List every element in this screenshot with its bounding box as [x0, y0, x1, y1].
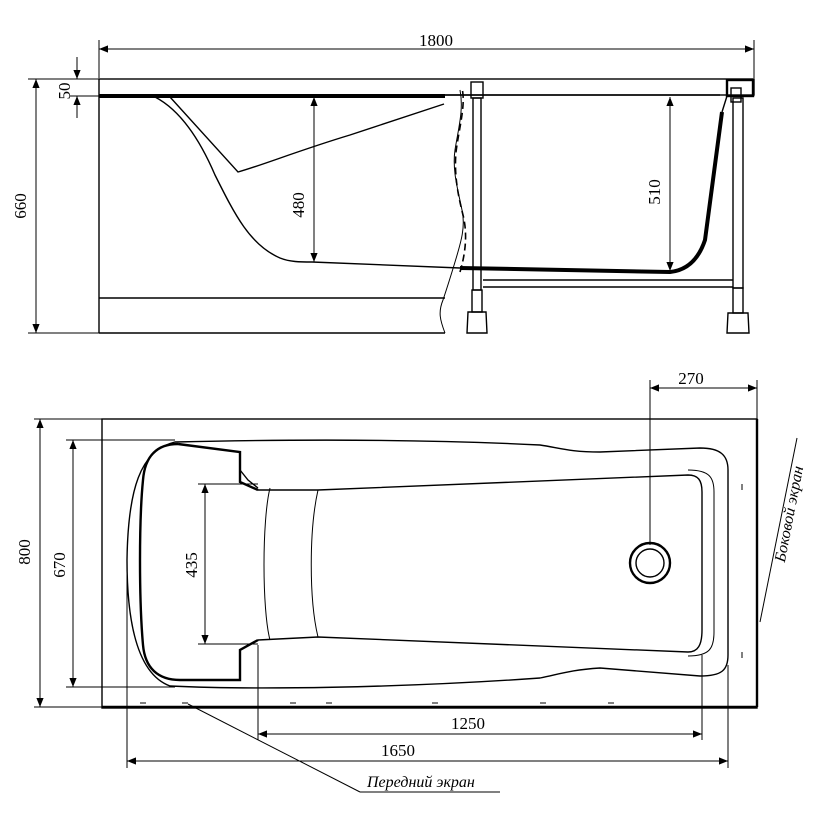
top-view: 270 800 670 435 1250 — [15, 369, 807, 793]
side-panel-label: Боковой экран — [772, 465, 807, 565]
dim-label-480: 480 — [289, 192, 308, 218]
dim-headrest-width: 435 — [182, 483, 258, 645]
drain — [628, 541, 672, 585]
dim-total-width: 800 — [15, 418, 102, 708]
dim-total-height: 660 — [11, 78, 99, 334]
dim-label-660: 660 — [11, 193, 30, 219]
dim-inner-length: 1650 — [126, 565, 729, 768]
dim-label-1250: 1250 — [451, 714, 485, 733]
dim-label-1800: 1800 — [419, 31, 453, 50]
dim-rim-thickness: 50 — [55, 57, 99, 118]
dim-depth-drain: 510 — [645, 97, 674, 271]
support-leg-left — [466, 81, 488, 334]
dim-label-50: 50 — [55, 83, 74, 100]
side-panel-callout: Боковой экран — [759, 437, 807, 623]
front-panel-callout: Передний экран — [187, 703, 500, 793]
dim-bottom-length: 1250 — [257, 645, 703, 740]
dim-drain-offset: 270 — [649, 369, 758, 545]
dim-label-800: 800 — [15, 539, 34, 565]
dim-label-670: 670 — [50, 552, 69, 578]
dim-depth-head: 480 — [289, 97, 318, 262]
rim-notches — [140, 484, 743, 704]
front-panel-label: Передний экран — [366, 774, 475, 791]
rim — [98, 78, 755, 96]
side-view: 1800 50 660 480 510 — [11, 31, 755, 334]
dim-label-1650: 1650 — [381, 741, 415, 760]
dim-label-510: 510 — [645, 179, 664, 205]
support-leg-right — [726, 97, 750, 334]
dim-inner-width: 670 — [50, 439, 175, 688]
dim-label-435: 435 — [182, 552, 201, 578]
dim-total-length: 1800 — [98, 31, 755, 78]
dim-label-270: 270 — [678, 369, 704, 388]
